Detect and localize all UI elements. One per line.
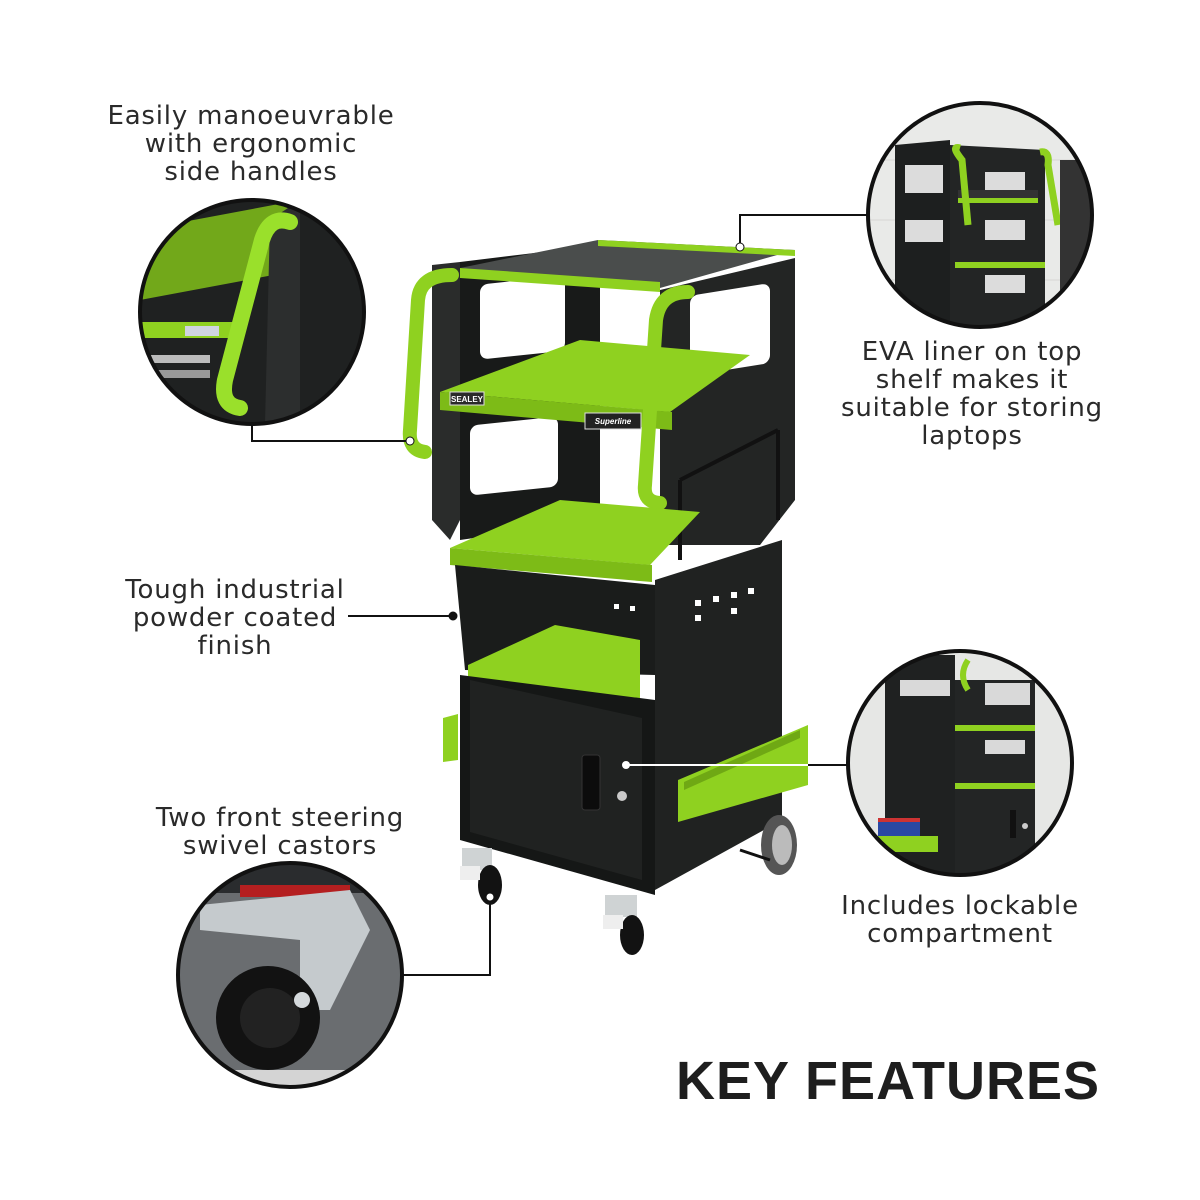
trolley-illustration: SEALEY Superline bbox=[402, 240, 808, 955]
callout-line-handles bbox=[251, 424, 410, 442]
feature-caption-lockable: Includes lockable compartment bbox=[820, 892, 1100, 948]
callout-dot bbox=[448, 611, 458, 621]
caption-line: powder coated bbox=[132, 603, 338, 633]
caption-line: swivel castors bbox=[182, 831, 378, 861]
front-left-castor bbox=[460, 848, 502, 905]
caption-line: suitable for storing bbox=[841, 393, 1103, 423]
caption-line: laptops bbox=[921, 421, 1023, 451]
window-cutout bbox=[470, 417, 558, 495]
callout-line-eva bbox=[739, 214, 868, 247]
caption-line: EVA liner on top bbox=[861, 337, 1083, 367]
door-lock bbox=[617, 791, 627, 801]
top-shelf-edge bbox=[460, 268, 660, 292]
caption-line: finish bbox=[197, 631, 273, 661]
caption-line: side handles bbox=[164, 157, 338, 187]
side-pegboard bbox=[614, 588, 754, 621]
window-cutout bbox=[480, 276, 565, 359]
caption-line: with ergonomic bbox=[144, 129, 358, 159]
feature-caption-handles: Easily manoeuvrable with ergonomic side … bbox=[96, 102, 406, 186]
feature-caption-finish: Tough industrial powder coated finish bbox=[110, 576, 360, 660]
caption-line: Tough industrial bbox=[125, 575, 345, 605]
lower-upper-shelf-front bbox=[450, 548, 652, 582]
superline-badge-text: Superline bbox=[595, 417, 632, 426]
right-side-tray-inner bbox=[684, 730, 800, 790]
right-handle bbox=[637, 285, 695, 510]
inner-shelf bbox=[468, 625, 640, 700]
sealey-badge bbox=[449, 391, 485, 406]
left-handle bbox=[402, 268, 459, 459]
key-features-heading: KEY FEATURES bbox=[676, 1051, 1101, 1111]
detail-circle-castor bbox=[176, 861, 404, 1089]
caption-line: compartment bbox=[867, 919, 1053, 949]
feature-caption-eva-liner: EVA liner on top shelf makes it suitable… bbox=[822, 338, 1122, 450]
superline-pro-badge bbox=[584, 412, 642, 430]
callout-dots bbox=[405, 242, 745, 902]
caption-line: Easily manoeuvrable bbox=[107, 101, 395, 131]
callout-dot bbox=[735, 242, 745, 252]
callout-dot bbox=[405, 436, 415, 446]
callout-line-castors bbox=[402, 900, 491, 976]
rear-wheel bbox=[739, 815, 797, 875]
feature-caption-castors: Two front steering swivel castors bbox=[130, 804, 430, 860]
top-shelf-back-lip bbox=[598, 240, 795, 256]
right-side-tray bbox=[678, 725, 808, 822]
front-right-castor bbox=[603, 895, 644, 955]
caption-line: shelf makes it bbox=[875, 365, 1069, 395]
door-handle bbox=[581, 754, 601, 811]
caption-line: Two front steering bbox=[155, 803, 405, 833]
lower-upper-shelf bbox=[450, 500, 700, 565]
callout-lines bbox=[251, 214, 868, 976]
callout-dot bbox=[485, 892, 495, 902]
detail-circle-compartment bbox=[846, 649, 1074, 877]
middle-shelf bbox=[440, 340, 750, 412]
detail-circle-handles bbox=[138, 198, 366, 426]
caption-line: Includes lockable bbox=[841, 891, 1079, 921]
callout-dot bbox=[622, 761, 630, 769]
left-side-tray bbox=[443, 714, 458, 762]
sealey-badge-text: SEALEY bbox=[451, 395, 484, 404]
lockable-door bbox=[470, 680, 642, 880]
detail-circle-top-shelf bbox=[866, 101, 1094, 329]
